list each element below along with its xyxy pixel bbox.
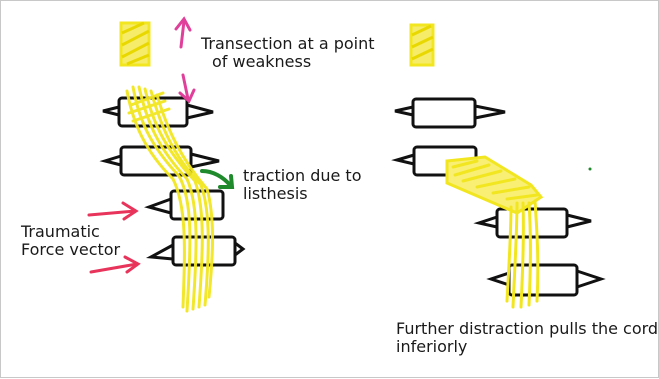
left-cord-upper-stump	[119, 21, 151, 67]
stray-dot	[588, 167, 592, 171]
traction-label-line2: listhesis	[243, 184, 308, 203]
distraction-label-line1: Further distraction pulls the cord	[396, 319, 659, 338]
left-vertebra-4	[145, 235, 246, 267]
right-spinal-cord	[445, 155, 544, 309]
traction-label-line1: traction due to	[243, 166, 362, 185]
right-panel	[391, 23, 606, 309]
right-vertebra-1	[394, 97, 506, 129]
distraction-label-line2: inferiorly	[396, 337, 468, 356]
traction-arrow	[200, 169, 235, 189]
right-vertebra-3	[473, 207, 592, 239]
force-arrow-lower	[89, 255, 141, 274]
force-label-line1: Traumatic	[21, 222, 100, 241]
left-panel	[87, 16, 246, 313]
left-spinal-cord	[125, 85, 214, 313]
transection-arrow-up	[174, 16, 192, 49]
right-cord-upper-stump	[409, 23, 435, 67]
force-label-line2: Force vector	[21, 240, 121, 259]
transection-label-line1: Transection at a point	[201, 34, 375, 53]
transection-arrow-down	[178, 73, 196, 104]
force-arrow-upper	[87, 201, 139, 221]
transection-label-line2: of weakness	[212, 52, 312, 71]
